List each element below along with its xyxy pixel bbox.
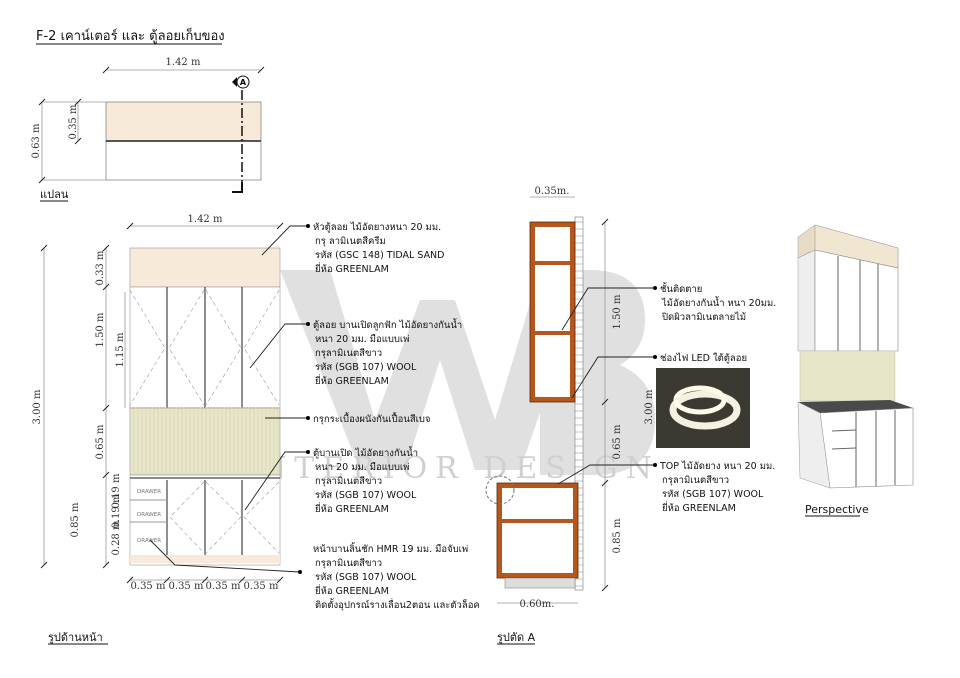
section-upper-depth-dim: 0.35m. — [535, 186, 570, 197]
callout-text: ตู้ลอย บานเปิดลูกฟัก ไม้อัดยางกันน้ำ — [313, 318, 462, 331]
watermark-text: INTERIOR DESIGN — [240, 451, 660, 486]
led-photo — [656, 368, 750, 448]
callout-text: กรุกระเบื้องผนังกันเปื้อนสีเบจ — [313, 412, 431, 425]
section-total-height-dim: 3.00 m — [644, 389, 655, 424]
elevation-label: รูปด้านหน้า — [48, 631, 103, 644]
svg-text:0.19 m: 0.19 m — [111, 473, 122, 508]
callout-text: กรุลามิเนตสีขาว — [315, 347, 382, 359]
callout-text: หัวตู้ลอย ไม้อัดยางหนา 20 มม. — [313, 221, 441, 233]
section-label: รูปตัด A — [497, 631, 536, 644]
callout-text: ปิดผิวลามิเนตลายไม้ — [661, 311, 746, 323]
dim-header-height: 0.33 m — [95, 250, 106, 285]
drawer-label: DRAWER — [137, 538, 161, 544]
perspective-label: Perspective — [805, 503, 869, 516]
elevation-callouts: หัวตู้ลอย ไม้อัดยางหนา 20 มม. กรุ ลามิเนต… — [313, 221, 480, 611]
dim-door-height: 1.15 m — [115, 332, 126, 367]
plan-upper-depth-dim: 0.35 m — [68, 104, 79, 139]
svg-text:0.85 m: 0.85 m — [612, 518, 623, 553]
callout-text: กรุลามิเนตสีขาว — [662, 474, 729, 486]
watermark: INTERIOR DESIGN — [240, 270, 660, 486]
elevation-total-height-dim: 3.00 m — [32, 389, 43, 424]
callout-text: หนา 20 มม. มือแบบเพ่ — [315, 462, 409, 473]
elevation-width-dim: 1.42 m — [188, 214, 223, 225]
callout-text: รหัส (SGB 107) WOOL — [315, 572, 417, 583]
svg-text:0.65 m: 0.65 m — [612, 424, 623, 459]
callout-text: หน้าบานลิ้นชัก HMR 19 มม. มือจับเพ่ — [313, 542, 468, 555]
callout-text: หนา 20 มม. มือแบบเพ่ — [315, 334, 409, 345]
svg-text:0.35 m: 0.35 m — [244, 581, 279, 592]
callout-text: ยี่ห้อ GREENLAM — [315, 374, 389, 387]
plan-depth-dim: 0.63 m — [31, 123, 42, 158]
section-view: 0.35m. 0.60m. 1.50 m 0.65 m 0.85 m 3.00 … — [485, 186, 657, 610]
callout-text: ยี่ห้อ GREENLAM — [315, 262, 389, 275]
svg-text:1.50 m: 1.50 m — [612, 294, 623, 329]
callout-text: ไม้อัดยางกันน้ำ หนา 20มม. — [661, 296, 776, 309]
section-lower-depth-dim: 0.60m. — [520, 599, 555, 610]
callout-text: รหัส (SGB 107) WOOL — [662, 489, 764, 500]
plan-label: แปลน — [40, 188, 69, 201]
svg-text:0.19 m: 0.19 m — [111, 493, 122, 528]
callout-text: กรุ ลามิเนตสีครีม — [315, 235, 386, 247]
callout-text: ยี่ห้อ GREENLAM — [662, 501, 736, 514]
callout-text: ชั้นติดตาย — [660, 282, 702, 295]
callout-text: ยี่ห้อ GREENLAM — [315, 502, 389, 515]
svg-text:0.28 m: 0.28 m — [111, 520, 122, 555]
drawer-label: DRAWER — [137, 512, 161, 518]
svg-text:0.35 m: 0.35 m — [206, 581, 241, 592]
callout-text: ติดตั้งอุปกรณ์รางเลื่อน2ตอน และตัวล็อค — [315, 598, 480, 611]
svg-text:0.35 m: 0.35 m — [131, 581, 166, 592]
callout-text: ยี่ห้อ GREENLAM — [315, 584, 389, 597]
front-elevation: DRAWER DRAWER DRAWER 1.42 m 3.00 m 0.33 … — [32, 214, 310, 592]
callout-text: รหัส (GSC 148) TIDAL SAND — [315, 250, 444, 261]
dim-upper-height: 1.50 m — [95, 312, 106, 347]
callout-text: รหัส (SGB 107) WOOL — [315, 362, 417, 373]
plan-width-dim: 1.42 m — [166, 57, 201, 68]
callout-text: ช่องไฟ LED ใต้ตู้ลอย — [660, 352, 747, 364]
callout-text: กรุลามิเนตสีขาว — [315, 475, 382, 487]
svg-text:0.35 m: 0.35 m — [169, 581, 204, 592]
perspective-view — [797, 224, 914, 489]
callout-text: กรุลามิเนตสีขาว — [315, 557, 382, 569]
sheet-title: F-2 เคาน์เตอร์ และ ตู้ลอยเก็บของ — [36, 26, 225, 44]
drawer-label: DRAWER — [137, 489, 161, 495]
dim-lower-height: 0.85 m — [70, 502, 81, 537]
plan-view: 1.42 m 0.63 m 0.35 m A — [31, 57, 265, 193]
svg-text:A: A — [240, 78, 247, 87]
dim-backsplash-height: 0.65 m — [95, 424, 106, 459]
callout-text: TOP ไม้อัดยาง หนา 20 มม. — [659, 460, 775, 472]
callout-text: ตู้บานเปิด ไม้อัดยางกันน้ำ — [313, 446, 418, 459]
callout-text: รหัส (SGB 107) WOOL — [315, 490, 417, 501]
